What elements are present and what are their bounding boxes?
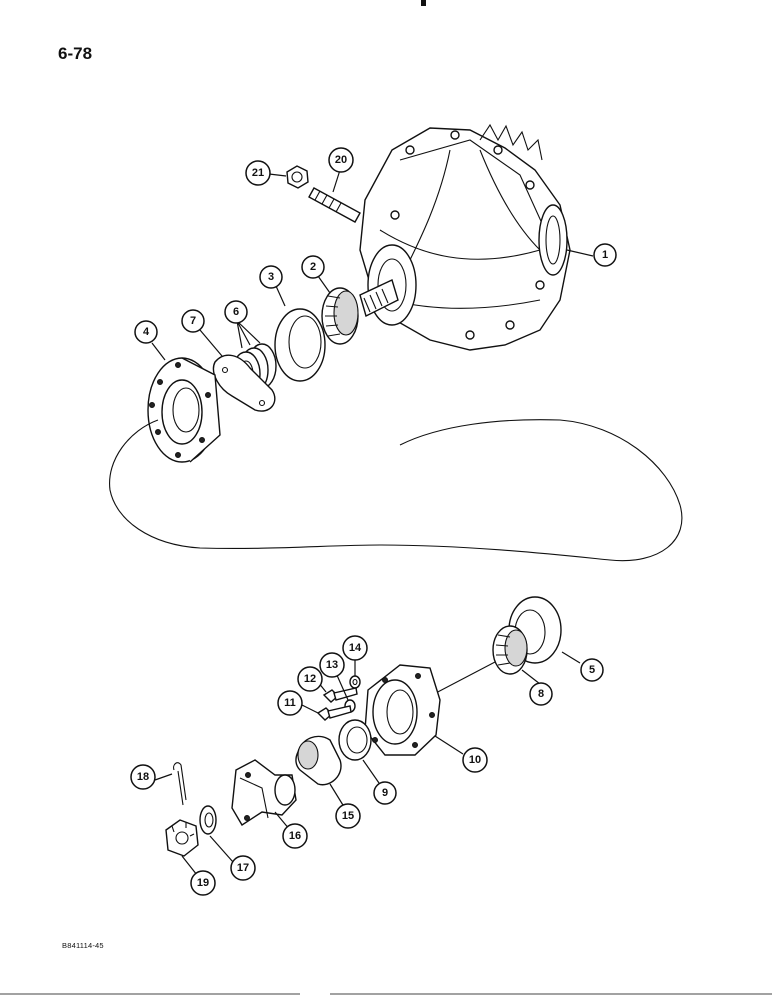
washer-flat: [199, 805, 217, 835]
callout-12: 12: [297, 666, 323, 692]
callout-17: 17: [230, 855, 256, 881]
callout-1: 1: [593, 243, 617, 267]
bearing-cup-upper: [274, 308, 326, 382]
callout-8: 8: [529, 682, 553, 706]
washer: [349, 675, 361, 689]
callout-2: 2: [301, 255, 325, 279]
callout-label-1: 1: [602, 249, 608, 261]
hex-nut: [286, 165, 309, 189]
yoke: [231, 759, 297, 826]
callout-label-10: 10: [469, 754, 481, 766]
callout-label-21: 21: [252, 167, 264, 179]
callout-6: 6: [224, 300, 248, 324]
callout-label-4: 4: [143, 326, 150, 338]
callout-5: 5: [580, 658, 604, 682]
differential-housing: [359, 123, 571, 351]
callout-21: 21: [245, 160, 271, 186]
callout-18: 18: [130, 764, 156, 790]
callout-10: 10: [462, 747, 488, 773]
callout-11: 11: [277, 690, 303, 716]
callout-7: 7: [181, 309, 205, 333]
callout-4: 4: [134, 320, 158, 344]
callout-label-13: 13: [326, 659, 338, 671]
carrier-flange: [147, 357, 221, 463]
bearing-cone-upper: [321, 287, 359, 345]
callout-label-14: 14: [349, 642, 362, 654]
callout-3: 3: [259, 265, 283, 289]
page-top-mark: [421, 0, 426, 6]
callout-label-19: 19: [197, 877, 209, 889]
callout-16: 16: [282, 823, 308, 849]
callout-label-16: 16: [289, 830, 301, 842]
callout-label-3: 3: [268, 271, 274, 283]
callout-label-15: 15: [342, 810, 354, 822]
callout-9: 9: [373, 781, 397, 805]
bolt: [316, 705, 352, 721]
callout-15: 15: [335, 803, 361, 829]
callout-label-17: 17: [237, 862, 249, 874]
callout-label-18: 18: [137, 771, 149, 783]
callout-label-12: 12: [304, 673, 316, 685]
callout-14: 14: [342, 635, 368, 661]
stud: [308, 187, 361, 223]
cotter-pin: [173, 762, 187, 806]
callout-19: 19: [190, 870, 216, 896]
callout-label-11: 11: [284, 697, 296, 709]
callout-label-9: 9: [382, 787, 388, 799]
pinion-axis-line: [431, 661, 496, 696]
pinion-cage: [364, 664, 441, 756]
seal-ring: [338, 719, 372, 761]
callout-label-7: 7: [190, 315, 196, 327]
castle-nut: [165, 819, 199, 857]
callout-label-6: 6: [233, 306, 239, 318]
callout-20: 20: [328, 147, 354, 173]
callout-label-20: 20: [335, 154, 347, 166]
page-number: 6-78: [58, 44, 93, 63]
figure-code: B841114-45: [62, 941, 104, 950]
bearing-cone-lower: [492, 625, 528, 675]
callout-label-2: 2: [310, 261, 316, 273]
oil-seal: [295, 735, 342, 786]
gasket: [212, 354, 276, 412]
callout-label-5: 5: [589, 664, 595, 676]
callout-label-8: 8: [538, 688, 544, 700]
assembly-loop-line: [109, 419, 683, 562]
callout-13: 13: [319, 652, 345, 678]
